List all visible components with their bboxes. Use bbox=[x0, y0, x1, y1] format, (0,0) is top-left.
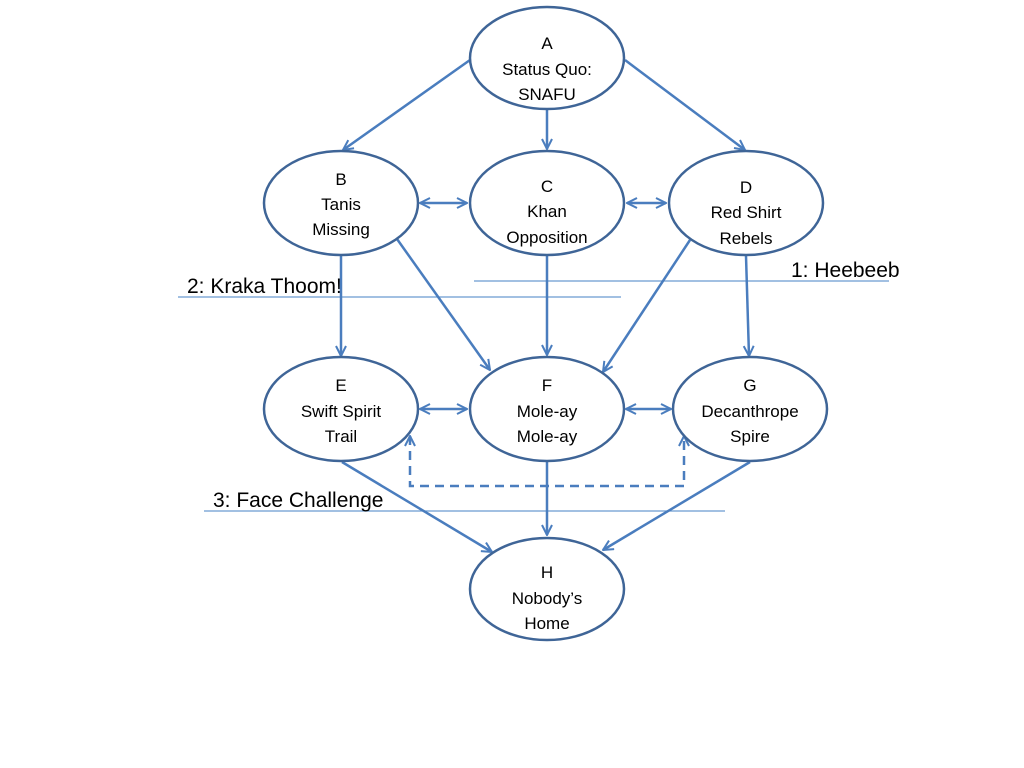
node-a-ellipse bbox=[468, 5, 626, 111]
node-g-line1: Decanthrope bbox=[701, 402, 798, 421]
node-c-letter: C bbox=[541, 177, 553, 196]
threshold-label-1: 1: Heebeeb bbox=[791, 259, 900, 282]
node-e-ellipse bbox=[262, 355, 420, 463]
node-h-letter: H bbox=[541, 563, 553, 582]
node-g: G Decanthrope Spire bbox=[671, 355, 829, 463]
node-c-ellipse bbox=[468, 149, 626, 257]
node-b-ellipse bbox=[262, 149, 420, 257]
node-e-line1: Swift Spirit bbox=[301, 402, 382, 421]
edge-a-b bbox=[343, 58, 471, 150]
node-a: A Status Quo: SNAFU bbox=[468, 5, 626, 111]
node-b-line2: Missing bbox=[312, 220, 370, 239]
node-d-line1: Red Shirt bbox=[711, 203, 782, 222]
edge-d-g bbox=[746, 255, 749, 356]
node-g-ellipse bbox=[671, 355, 829, 463]
node-e-line2: Trail bbox=[325, 427, 357, 446]
threshold-label-3: 3: Face Challenge bbox=[213, 489, 383, 512]
edge-a-d bbox=[624, 59, 745, 150]
node-d-letter: D bbox=[740, 178, 752, 197]
threshold-label-2: 2: Kraka Thoom! bbox=[187, 275, 342, 298]
node-d-ellipse bbox=[667, 149, 825, 257]
edge-g-h bbox=[603, 460, 751, 550]
node-b: B Tanis Missing bbox=[262, 149, 420, 257]
node-f: F Mole-ay Mole-ay bbox=[468, 355, 626, 463]
node-c: C Khan Opposition bbox=[468, 149, 626, 257]
node-d-line2: Rebels bbox=[720, 229, 773, 248]
node-h-ellipse bbox=[468, 536, 626, 642]
edge-b-f bbox=[395, 238, 490, 370]
node-f-line2: Mole-ay bbox=[517, 427, 578, 446]
node-g-letter: G bbox=[743, 376, 756, 395]
node-f-ellipse bbox=[468, 355, 626, 463]
node-h-line1: Nobody’s bbox=[512, 589, 583, 608]
node-g-line2: Spire bbox=[730, 427, 770, 446]
node-e: E Swift Spirit Trail bbox=[262, 355, 420, 463]
node-h-line2: Home bbox=[524, 614, 569, 633]
node-b-letter: B bbox=[335, 170, 346, 189]
node-f-line1: Mole-ay bbox=[517, 402, 578, 421]
node-c-line1: Khan bbox=[527, 202, 567, 221]
node-a-line2: SNAFU bbox=[518, 85, 576, 104]
node-d: D Red Shirt Rebels bbox=[667, 149, 825, 257]
node-a-line1: Status Quo: bbox=[502, 60, 592, 79]
edges bbox=[341, 58, 751, 552]
node-c-line2: Opposition bbox=[506, 228, 587, 247]
node-f-letter: F bbox=[542, 376, 552, 395]
node-a-letter: A bbox=[541, 34, 553, 53]
edge-e-h bbox=[341, 460, 492, 552]
node-h: H Nobody’s Home bbox=[468, 536, 626, 642]
edge-d-f bbox=[603, 239, 692, 372]
node-b-line1: Tanis bbox=[321, 195, 361, 214]
node-e-letter: E bbox=[335, 376, 346, 395]
